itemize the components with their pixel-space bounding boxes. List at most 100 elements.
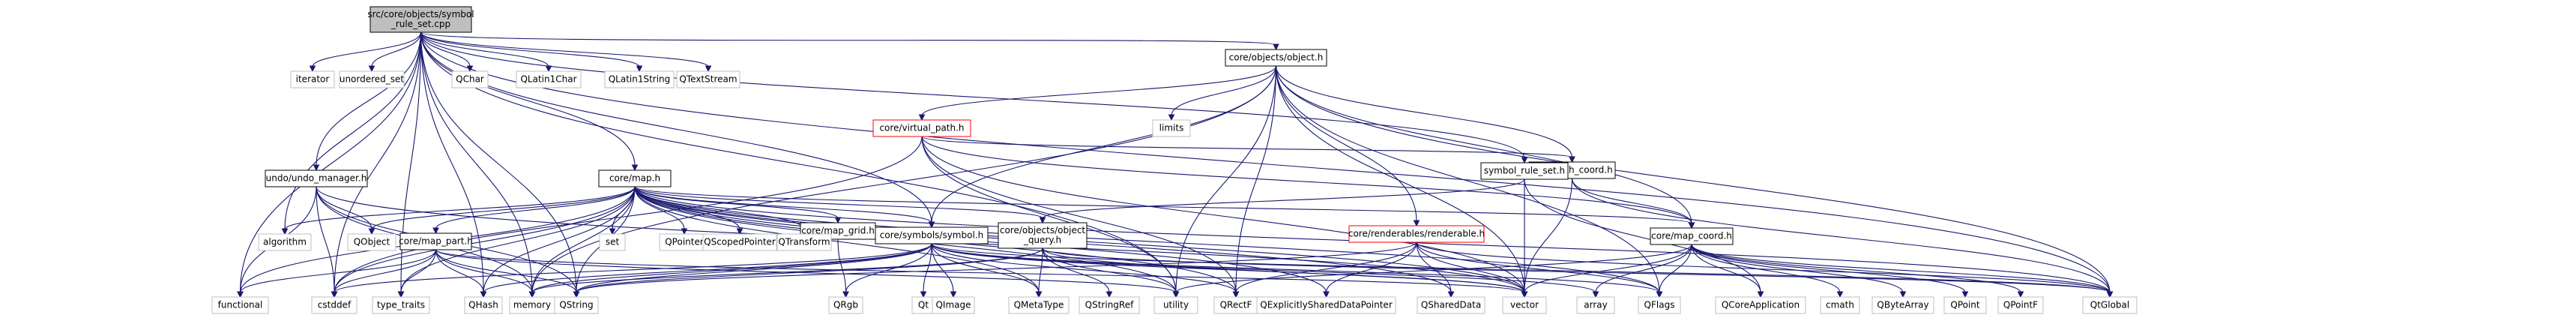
node-box-qpoint-f <box>1997 296 2044 314</box>
edge-object-query-h-to-utility <box>1042 248 1177 293</box>
edge-root-to-iterator <box>312 32 422 68</box>
node-undo-manager-h[interactable]: undo/undo_manager.h <box>265 170 368 188</box>
edge-undo-manager-h-to-cstddef <box>316 186 335 293</box>
edge-root-to-qstring <box>420 32 577 293</box>
edge-root-to-undo-manager-h <box>316 32 422 166</box>
edge-map-h-to-qobject <box>371 186 636 230</box>
node-box-qbyte-array <box>1871 296 1934 314</box>
node-unordered-set: unordered_set <box>339 70 405 88</box>
edge-renderable-h-to-qflags <box>1416 242 1660 293</box>
node-type-traits: type_traits <box>372 296 430 314</box>
edge-root-to-qhash <box>420 32 484 293</box>
node-qhash: QHash <box>464 296 503 314</box>
edge-symbol-h-to-cstddef <box>334 243 932 293</box>
edge-path-coord-h-to-qt-global <box>1571 178 2111 293</box>
node-box-qchar <box>451 70 489 88</box>
edge-arrowhead-symbol-rule-set-h-to-object-query-h <box>1039 217 1046 224</box>
node-label-iterator: iterator <box>296 74 330 85</box>
edge-root-to-object-h <box>420 32 1277 46</box>
node-box-object-h <box>1225 49 1327 67</box>
edge-map-part-h-to-qstring <box>435 249 577 293</box>
node-label-map-part-h: core/map_part.h <box>399 236 473 247</box>
node-label-qrgb: QRgb <box>833 300 858 310</box>
edge-symbol-h-to-qt <box>923 243 932 293</box>
edge-object-query-h-to-memory <box>531 248 1043 293</box>
edge-root-to-qlatin1-char <box>420 32 549 68</box>
node-map-part-h[interactable]: core/map_part.h <box>399 232 473 250</box>
edge-symbol-rule-set-h-to-object-query-h <box>1042 178 1525 219</box>
node-map-h[interactable]: core/map.h <box>598 170 672 188</box>
node-label-qpoint-f: QPointF <box>2003 300 2038 310</box>
node-object-query-h[interactable]: core/objects/object_query.h <box>998 222 1088 249</box>
node-box-qimage <box>932 296 975 314</box>
edge-arrowhead-virtual-path-h-to-path-coord-h <box>1569 156 1575 164</box>
edge-arrowhead-root-to-qlatin1-char <box>545 65 552 73</box>
edge-arrowhead-symbol-h-to-qrgb <box>842 291 849 298</box>
edge-arrowhead-object-h-to-virtual-path-h <box>918 114 926 122</box>
node-label-qlatin1-string: QLatin1String <box>609 74 671 85</box>
edge-arrowhead-map-coord-h-to-qcore-application <box>1757 291 1764 298</box>
node-label-map-h: core/map.h <box>609 173 660 184</box>
node-root[interactable]: src/core/objects/symbol_rule_set.cpp <box>367 6 474 33</box>
edge-virtual-path-h-to-qrect-f <box>921 136 1237 293</box>
node-label-functional: functional <box>218 300 263 310</box>
node-label-qshared-data: QSharedData <box>1421 300 1481 310</box>
edge-root-to-qtext-stream <box>420 32 709 68</box>
node-virtual-path-h[interactable]: core/virtual_path.h <box>872 119 971 137</box>
edge-arrowhead-map-part-h-to-type-traits <box>397 291 405 298</box>
node-box-qstring-ref <box>1079 296 1140 314</box>
node-renderable-h[interactable]: core/renderables/renderable.h <box>1348 225 1485 243</box>
node-box-type-traits <box>372 296 430 314</box>
node-qt-global: QtGlobal <box>2082 296 2138 314</box>
edge-object-query-h-to-qmeta-type <box>1038 248 1043 293</box>
node-qscoped-pointer: QScopedPointer <box>702 233 777 251</box>
edge-map-coord-h-to-qpoint <box>1691 244 1966 293</box>
edge-object-h-to-qflags <box>1275 65 1660 293</box>
node-box-utility <box>1153 296 1198 314</box>
node-label-qflags: QFlags <box>1644 300 1675 310</box>
edge-arrowhead-map-h-to-map-grid-h <box>834 217 842 224</box>
edge-object-query-h-to-qstring <box>576 248 1043 293</box>
edge-arrowhead-object-h-to-limits <box>1168 114 1175 122</box>
edge-arrowhead-root-to-unordered-set <box>368 65 375 73</box>
edge-path-coord-h-to-map-coord-h <box>1571 178 1692 224</box>
node-map-coord-h[interactable]: core/map_coord.h <box>1650 227 1734 245</box>
node-box-virtual-path-h <box>872 119 971 137</box>
node-label-qobject: QObject <box>354 237 390 248</box>
edge-map-coord-h-to-array <box>1595 244 1692 293</box>
edge-symbol-h-to-qhash <box>483 243 932 293</box>
node-box-set <box>599 233 626 251</box>
edge-arrowhead-object-query-h-to-vector <box>1521 291 1528 298</box>
edge-arrowhead-symbol-h-to-qflags <box>1656 291 1663 298</box>
node-label-qmeta-type: QMetaType <box>1014 300 1064 310</box>
nodes-layer: src/core/objects/symbol_rule_set.cppcore… <box>211 6 2138 314</box>
node-label-map-coord-h: core/map_coord.h <box>1651 231 1732 242</box>
edge-object-query-h-to-qstring-ref <box>1042 248 1110 293</box>
node-qcore-application: QCoreApplication <box>1715 296 1806 314</box>
edge-arrowhead-object-query-h-to-utility <box>1172 291 1180 298</box>
edge-renderable-h-to-qrect-f <box>1235 242 1417 293</box>
edge-object-h-to-vector <box>1275 65 1525 293</box>
node-label-qrect-f: QRectF <box>1220 300 1252 310</box>
edge-map-coord-h-to-vector <box>1524 244 1692 293</box>
edge-object-h-to-limits <box>1171 65 1277 116</box>
node-label-qstring: QString <box>559 300 593 310</box>
node-box-vector <box>1502 296 1547 314</box>
node-box-symbol-h <box>875 226 989 244</box>
node-symbol-h[interactable]: core/symbols/symbol.h <box>875 226 989 244</box>
node-box-array <box>1576 296 1615 314</box>
node-label-qchar: QChar <box>456 74 484 85</box>
edge-object-h-to-virtual-path-h <box>921 65 1277 116</box>
edge-arrowhead-root-to-object-h <box>1273 44 1279 51</box>
edge-undo-manager-h-to-qobject <box>316 186 372 230</box>
node-object-h[interactable]: core/objects/object.h <box>1225 49 1327 67</box>
edge-map-coord-h-to-utility <box>1175 244 1692 293</box>
node-qlatin1-char: QLatin1Char <box>516 70 582 88</box>
edge-object-h-to-qrect-f <box>1235 65 1277 293</box>
edge-symbol-h-to-qimage <box>931 243 954 293</box>
node-qstring-ref: QStringRef <box>1079 296 1140 314</box>
edge-root-to-qlatin1-string <box>420 32 640 68</box>
node-label-qlatin1-char: QLatin1Char <box>520 74 576 85</box>
edge-map-part-h-to-memory <box>435 249 533 293</box>
node-symbol-rule-set-h[interactable]: symbol_rule_set.h <box>1480 162 1569 180</box>
